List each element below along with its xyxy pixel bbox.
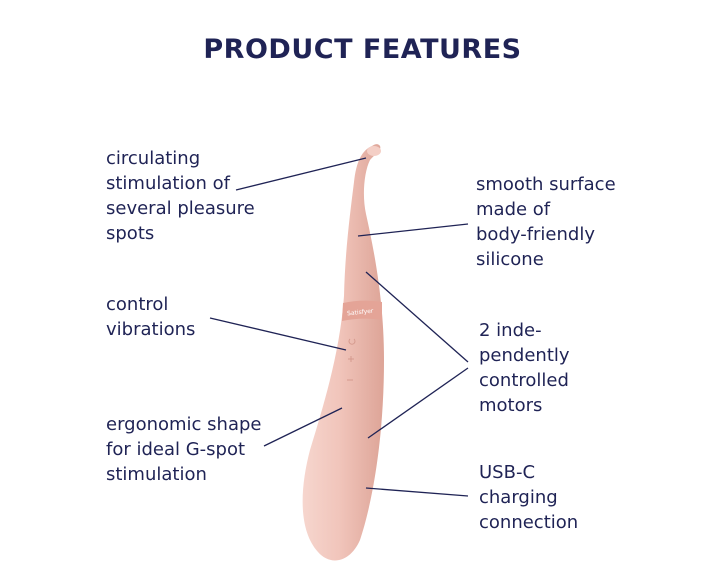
feature-line: silicone — [476, 249, 544, 270]
callout-line-smooth — [357, 223, 469, 237]
device-band — [342, 300, 382, 321]
device-tip — [367, 146, 381, 156]
feature-line: charging — [479, 487, 558, 508]
feature-smooth-surface: smooth surface made of body-friendly sil… — [476, 172, 616, 272]
feature-line: vibrations — [106, 319, 196, 340]
feature-line: motors — [479, 395, 543, 416]
feature-circulating-stimulation: circulating stimulation of several pleas… — [106, 146, 255, 246]
feature-line: for ideal G-spot — [106, 439, 246, 460]
feature-line: made of — [476, 199, 551, 220]
callout-line-circulating — [235, 157, 367, 191]
feature-line: circulating — [106, 148, 201, 169]
feature-control-vibrations: control vibrations — [106, 292, 195, 342]
callout-line-control — [209, 317, 347, 351]
callout-line-motors-upper — [365, 271, 469, 363]
feature-line: spots — [106, 223, 155, 244]
feature-line: body-friendly — [476, 224, 595, 245]
feature-line: pendently — [479, 345, 570, 366]
callout-line-ergonomic — [263, 407, 343, 447]
callout-line-motors-lower — [367, 367, 469, 439]
feature-line: USB-C — [479, 462, 536, 483]
feature-usb-c-charging: USB-C charging connection — [479, 460, 578, 535]
feature-line: smooth surface — [476, 174, 616, 195]
feature-line: controlled — [479, 370, 569, 391]
feature-line: several pleasure — [106, 198, 255, 219]
page-title: PRODUCT FEATURES — [203, 34, 522, 65]
feature-line: 2 inde- — [479, 320, 542, 341]
feature-dual-motors: 2 inde- pendently controlled motors — [479, 318, 570, 418]
callout-line-usbc — [365, 487, 469, 497]
feature-line: control — [106, 294, 169, 315]
device-body — [302, 144, 384, 561]
feature-line: stimulation — [106, 464, 207, 485]
power-button-icon — [348, 338, 356, 345]
device-buttons — [347, 338, 356, 381]
feature-line: ergonomic shape — [106, 414, 262, 435]
feature-line: stimulation of — [106, 173, 230, 194]
feature-ergonomic-shape: ergonomic shape for ideal G-spot stimula… — [106, 412, 262, 487]
device-logo: Satisfyer — [347, 308, 374, 318]
feature-line: connection — [479, 512, 579, 533]
plus-button-icon — [348, 356, 354, 362]
